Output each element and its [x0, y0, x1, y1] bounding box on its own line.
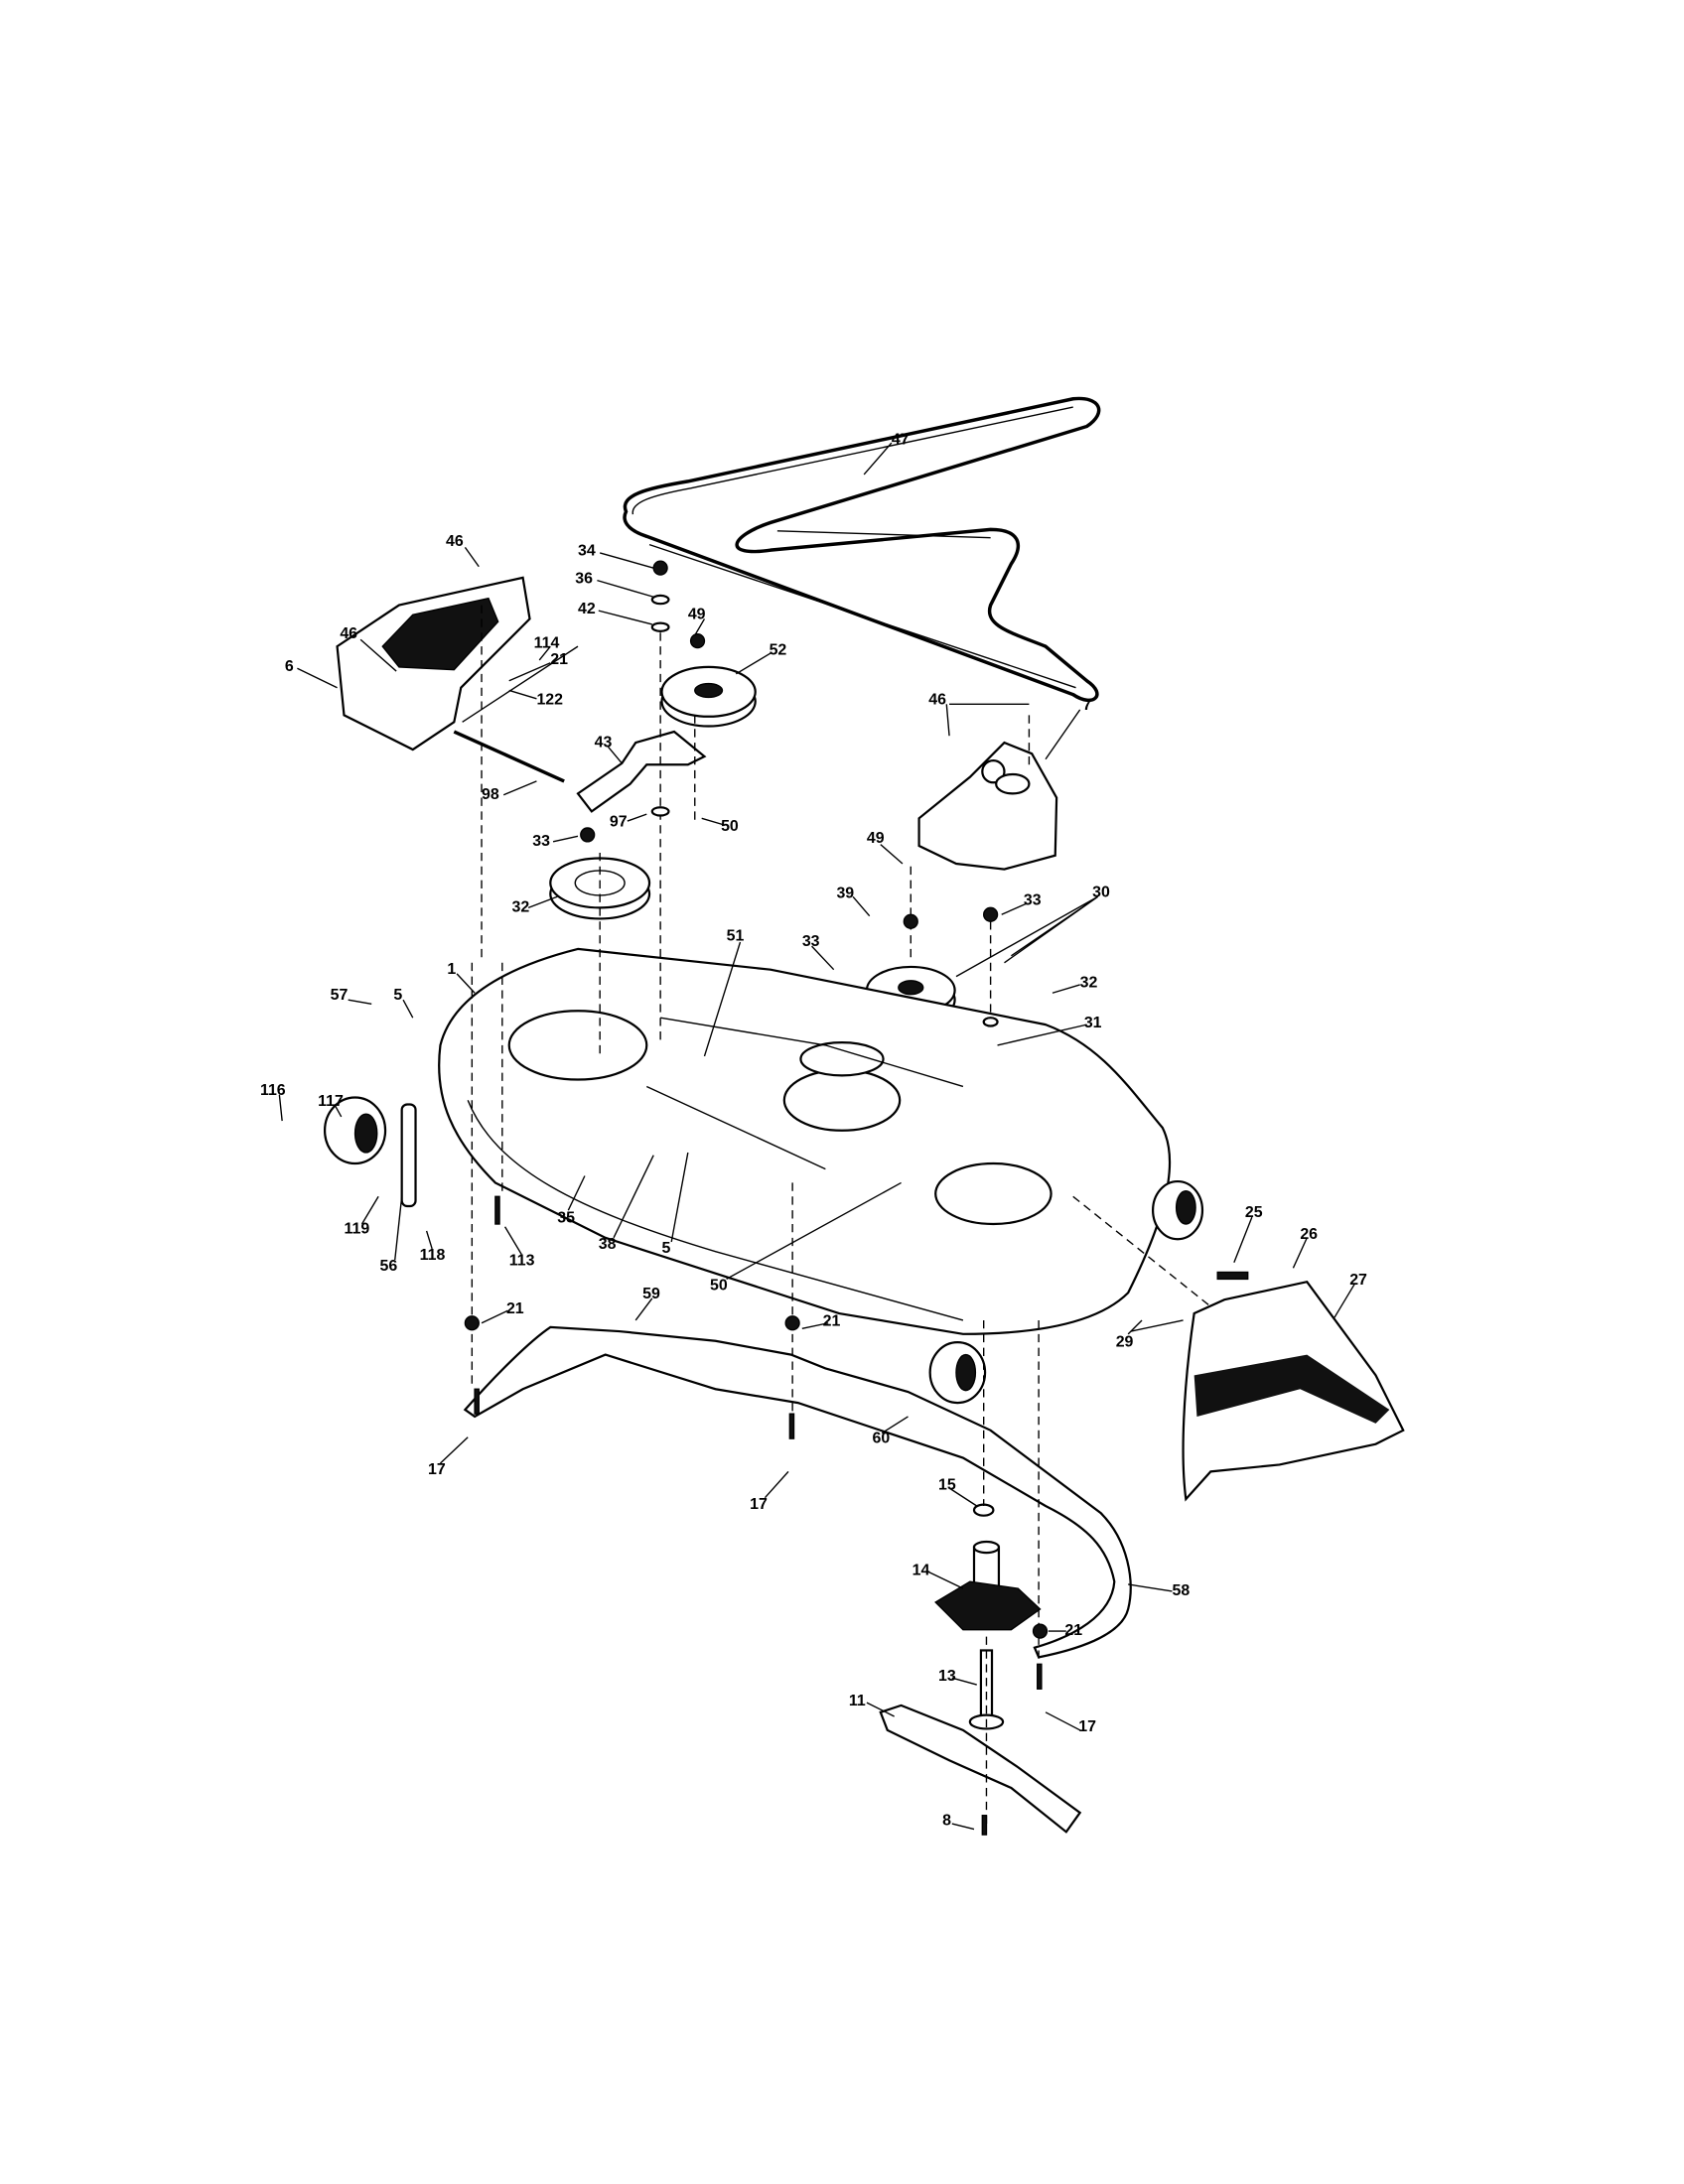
left-belt-cover [336, 576, 531, 751]
callout-58: 58 [1172, 1582, 1190, 1599]
callout-49: 49 [688, 606, 706, 622]
spindle-assembly [879, 1503, 1082, 1834]
callout-51: 51 [727, 928, 745, 945]
callout-31: 31 [1084, 1015, 1102, 1031]
alignment-lines [471, 605, 1211, 1830]
callout-46: 46 [928, 691, 946, 708]
callout-15: 15 [938, 1476, 956, 1493]
callout-49: 49 [867, 830, 885, 847]
callout-17: 17 [750, 1496, 768, 1513]
callout-46: 46 [340, 625, 357, 642]
callout-118: 118 [420, 1247, 446, 1264]
callout-97: 97 [610, 814, 628, 831]
mower-deck [438, 947, 1172, 1335]
callout-50: 50 [721, 818, 739, 835]
callout-25: 25 [1245, 1204, 1263, 1221]
callout-122: 122 [536, 691, 563, 708]
callout-33: 33 [532, 833, 550, 850]
callout-38: 38 [599, 1236, 617, 1253]
callout-5: 5 [662, 1240, 671, 1257]
callout-39: 39 [836, 886, 854, 902]
callout-34: 34 [578, 543, 596, 560]
callout-98: 98 [482, 786, 499, 803]
callout-46: 46 [446, 533, 464, 550]
callout-21: 21 [1064, 1622, 1082, 1639]
belt [623, 396, 1101, 702]
callout-32: 32 [512, 899, 530, 916]
callout-17: 17 [1078, 1718, 1096, 1735]
callout-30: 30 [1092, 884, 1110, 900]
callout-5: 5 [393, 987, 402, 1004]
callout-60: 60 [872, 1430, 890, 1446]
callout-27: 27 [1349, 1272, 1367, 1289]
callout-21: 21 [550, 651, 568, 668]
callout-26: 26 [1300, 1226, 1318, 1243]
callout-33: 33 [802, 933, 820, 950]
callout-33: 33 [1024, 892, 1042, 909]
right-belt-cover [917, 741, 1058, 871]
callout-13: 13 [938, 1668, 956, 1685]
callout-117: 117 [318, 1093, 344, 1110]
callout-47: 47 [892, 431, 910, 448]
callout-50: 50 [710, 1277, 728, 1294]
discharge-chute [1182, 1280, 1405, 1502]
callout-11: 11 [849, 1693, 866, 1709]
callout-43: 43 [595, 734, 613, 751]
callout-29: 29 [1116, 1333, 1134, 1350]
idler-pulley-52 [660, 665, 757, 728]
callout-36: 36 [575, 570, 593, 587]
callout-113: 113 [509, 1253, 535, 1270]
callout-52: 52 [770, 641, 787, 658]
callout-21: 21 [823, 1313, 841, 1330]
callout-35: 35 [557, 1210, 575, 1227]
callout-59: 59 [642, 1286, 660, 1302]
hardware [464, 560, 1249, 1836]
callout-21: 21 [506, 1300, 524, 1317]
callout-8: 8 [942, 1812, 951, 1829]
callout-7: 7 [1082, 697, 1091, 714]
callout-56: 56 [380, 1258, 398, 1275]
callout-42: 42 [578, 601, 596, 617]
callout-57: 57 [331, 987, 349, 1004]
callout-119: 119 [344, 1221, 369, 1238]
leader-lines [278, 442, 1356, 1831]
callout-32: 32 [1080, 975, 1098, 992]
callout-17: 17 [428, 1461, 446, 1478]
callout-14: 14 [912, 1562, 930, 1578]
callout-1: 1 [447, 961, 456, 978]
callout-labels: 47 46 34 36 42 49 52 46 6 114 21 122 43 … [260, 431, 1367, 1829]
callout-6: 6 [285, 658, 294, 675]
baffles [463, 1325, 1132, 1659]
callout-116: 116 [260, 1082, 286, 1099]
callout-114: 114 [534, 635, 560, 652]
